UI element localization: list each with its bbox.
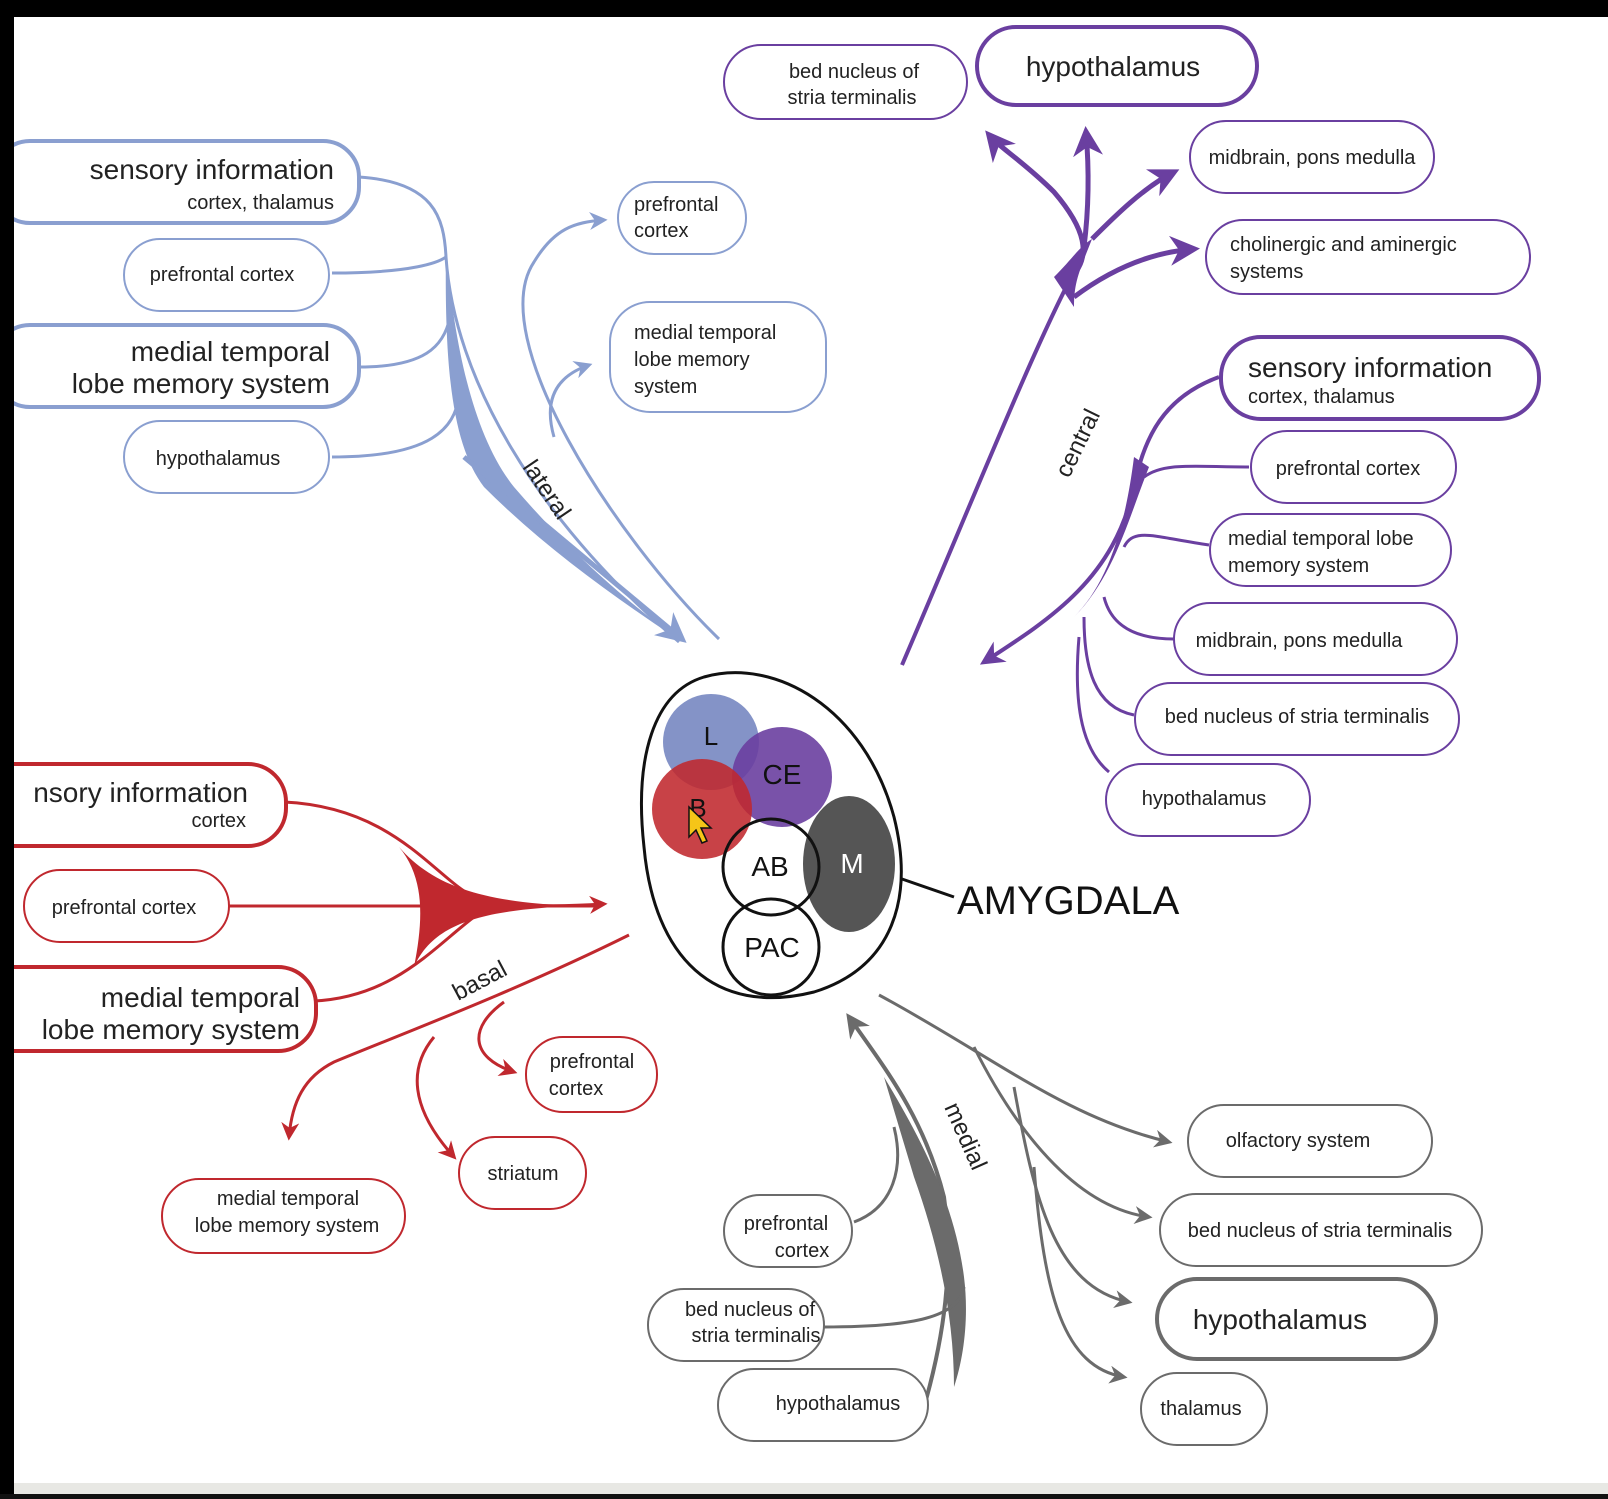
svg-text:bed nucleus of stria terminali: bed nucleus of stria terminalis [1165,706,1430,728]
svg-text:nsory information: nsory information [33,777,248,808]
label-medial: medial [939,1098,992,1174]
nucleus-M [803,796,895,932]
svg-text:medial temporal: medial temporal [101,982,300,1013]
lateral-pathway [331,175,721,644]
svg-text:hypothalamus: hypothalamus [1193,1304,1367,1335]
nucleus-B [652,759,752,859]
label-basal: basal [448,956,511,1007]
nucleus-PAC-label: PAC [744,932,800,963]
amygdala-structure: L CE B AB M PAC AMYGDALA [640,671,1180,1000]
svg-text:olfactory system: olfactory system [1226,1130,1370,1152]
nucleus-AB [721,817,821,917]
medial-output-boxes: olfactory system bed nucleus of stria te… [1140,1104,1483,1446]
svg-text:midbrain, pons medulla: midbrain, pons medulla [1209,147,1417,169]
svg-text:prefrontal: prefrontal [550,1051,635,1073]
svg-text:bed nucleus of stria terminali: bed nucleus of stria terminalis [1188,1220,1453,1242]
basal-output-boxes: prefrontal cortex striatum medial tempor… [161,1036,658,1254]
nucleus-M-label: M [840,848,863,879]
central-output-boxes: bed nucleus of stria terminalis hypothal… [723,25,1531,295]
svg-text:lobe memory: lobe memory [634,349,750,371]
svg-text:cortex: cortex [775,1240,829,1262]
basal-input-boxes: nsory information cortex prefrontal cort… [0,762,318,1053]
lateral-input-boxes: sensory information cortex, thalamus pre… [0,139,361,494]
svg-text:cortex: cortex [192,810,246,832]
svg-text:bed nucleus of: bed nucleus of [685,1299,816,1321]
svg-text:medial temporal: medial temporal [217,1188,359,1210]
svg-text:cortex: cortex [634,220,688,242]
svg-text:prefrontal cortex: prefrontal cortex [52,897,197,919]
nucleus-L-label: L [704,721,718,751]
svg-text:lobe memory system: lobe memory system [42,1014,300,1045]
svg-text:cortex: cortex [549,1078,603,1100]
central-pathway [900,126,1250,774]
svg-text:bed nucleus of: bed nucleus of [789,61,920,83]
svg-text:hypothalamus: hypothalamus [776,1393,901,1415]
svg-text:thalamus: thalamus [1160,1398,1241,1420]
svg-text:systems: systems [1230,261,1303,283]
bottom-strip [14,1483,1608,1494]
svg-text:cortex, thalamus: cortex, thalamus [1248,386,1395,408]
svg-text:cholinergic and aminergic: cholinergic and aminergic [1230,234,1457,256]
svg-text:striatum: striatum [487,1163,558,1185]
svg-text:prefrontal: prefrontal [634,194,719,216]
diagram-canvas: lateral central basal medial L CE B AB M… [0,17,1608,1494]
svg-text:medial temporal: medial temporal [634,322,776,344]
svg-text:sensory information: sensory information [90,154,334,185]
amygdala-diagram: lateral central basal medial L CE B AB M… [0,25,1608,1494]
nucleus-PAC [721,897,821,997]
label-central: central [1050,405,1106,482]
central-input-boxes: sensory information cortex, thalamus pre… [1105,335,1541,837]
svg-text:sensory information: sensory information [1248,352,1492,383]
left-black-bar [0,17,14,1494]
nucleus-CE [732,727,832,827]
svg-text:medial temporal: medial temporal [131,336,330,367]
svg-text:prefrontal: prefrontal [744,1213,829,1235]
svg-text:lobe memory system: lobe memory system [195,1215,380,1237]
svg-text:stria terminalis: stria terminalis [788,87,917,109]
nucleus-AB-label: AB [751,851,788,882]
amygdala-title: AMYGDALA [957,879,1180,923]
medial-input-boxes: prefrontal cortex bed nucleus of stria t… [647,1194,929,1442]
svg-text:medial temporal lobe: medial temporal lobe [1228,528,1414,550]
svg-text:hypothalamus: hypothalamus [1026,51,1200,82]
svg-text:cortex, thalamus: cortex, thalamus [187,192,334,214]
svg-text:hypothalamus: hypothalamus [1142,788,1267,810]
nucleus-CE-label: CE [763,759,802,790]
svg-text:stria terminalis: stria terminalis [692,1325,821,1347]
lateral-output-boxes: prefrontal cortex medial temporal lobe m… [609,181,827,413]
svg-text:prefrontal cortex: prefrontal cortex [1276,458,1421,480]
top-black-bar [0,0,1608,17]
basal-pathway [229,800,630,1160]
svg-text:hypothalamus: hypothalamus [156,448,281,470]
svg-text:memory system: memory system [1228,555,1369,577]
medial-pathway [823,993,1173,1408]
svg-text:prefrontal cortex: prefrontal cortex [150,264,295,286]
svg-text:midbrain, pons medulla: midbrain, pons medulla [1196,630,1404,652]
svg-text:system: system [634,376,697,398]
svg-text:lobe memory system: lobe memory system [72,368,330,399]
mouse-cursor-icon [688,805,713,844]
